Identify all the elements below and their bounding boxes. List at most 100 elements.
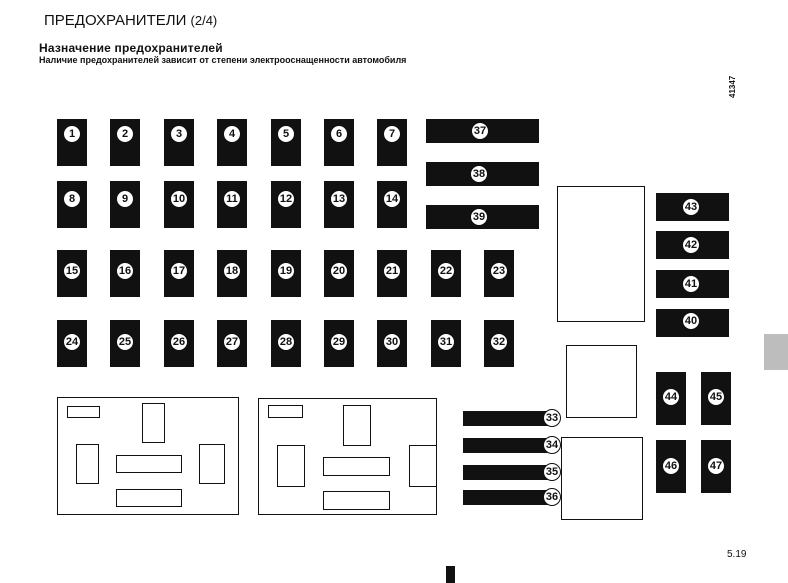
fuse-label: 24 — [63, 333, 81, 351]
fuse-24: 24 — [57, 320, 87, 367]
fuse-27: 27 — [217, 320, 247, 367]
fuse-label: 20 — [330, 262, 348, 280]
fuse-3: 3 — [164, 119, 194, 166]
fuse-label: 14 — [383, 190, 401, 208]
module-slot — [116, 455, 182, 473]
fuse-19: 19 — [271, 250, 301, 297]
fuse-8: 8 — [57, 181, 87, 228]
fuse-label: 22 — [437, 262, 455, 280]
fuse-9: 9 — [110, 181, 140, 228]
module-slot — [76, 444, 99, 484]
fuse-25: 25 — [110, 320, 140, 367]
fuse-label: 18 — [223, 262, 241, 280]
page-number: 5.19 — [727, 549, 747, 560]
page-title: ПРЕДОХРАНИТЕЛИ (2/4) — [44, 12, 217, 29]
module-slot — [67, 406, 100, 418]
relay-module-left — [57, 397, 239, 515]
fuse-label: 41 — [682, 275, 700, 293]
fuse-39: 39 — [426, 205, 539, 229]
fuse-26: 26 — [164, 320, 194, 367]
fuse-42: 42 — [656, 231, 729, 259]
fuse-35: 35 — [463, 463, 561, 481]
page-marker — [446, 566, 455, 583]
fuse-45: 45 — [701, 372, 731, 425]
fuse-10: 10 — [164, 181, 194, 228]
fuse-2: 2 — [110, 119, 140, 166]
fuse-label: 13 — [330, 190, 348, 208]
fuse-4: 4 — [217, 119, 247, 166]
fuse-label: 6 — [330, 125, 348, 143]
fuse-label: 43 — [682, 198, 700, 216]
title-main: ПРЕДОХРАНИТЕЛИ — [44, 12, 191, 29]
fuse-label: 46 — [662, 457, 680, 475]
module-slot — [323, 491, 390, 510]
fuse-44: 44 — [656, 372, 686, 425]
fuse-label: 2 — [116, 125, 134, 143]
fuse-label: 36 — [543, 488, 561, 506]
fuse-label: 42 — [682, 236, 700, 254]
module-slot — [142, 403, 165, 443]
fuse-label: 1 — [63, 125, 81, 143]
fuse-label: 19 — [277, 262, 295, 280]
fuse-label: 47 — [707, 457, 725, 475]
section-subtitle: Назначение предохранителей — [39, 41, 223, 55]
fuse-label: 25 — [116, 333, 134, 351]
module-slot — [116, 489, 182, 507]
figure-code: 41347 — [728, 75, 737, 98]
fuse-21: 21 — [377, 250, 407, 297]
relay-large — [557, 186, 645, 322]
fuse-label: 26 — [170, 333, 188, 351]
equipment-note: Наличие предохранителей зависит от степе… — [39, 55, 407, 65]
fuse-30: 30 — [377, 320, 407, 367]
title-suffix: (2/4) — [190, 13, 218, 28]
fuse-1: 1 — [57, 119, 87, 166]
fuse-label: 23 — [490, 262, 508, 280]
fuse-label: 33 — [543, 409, 561, 427]
fuse-label: 45 — [707, 388, 725, 406]
fuse-40: 40 — [656, 309, 729, 337]
fuse-31: 31 — [431, 320, 461, 367]
fuse-17: 17 — [164, 250, 194, 297]
fuse-label: 5 — [277, 125, 295, 143]
fuse-33: 33 — [463, 409, 561, 427]
fuse-13: 13 — [324, 181, 354, 228]
fuse-14: 14 — [377, 181, 407, 228]
fuse-12: 12 — [271, 181, 301, 228]
fuse-5: 5 — [271, 119, 301, 166]
fuse-37: 37 — [426, 119, 539, 143]
fuse-label: 21 — [383, 262, 401, 280]
fuse-23: 23 — [484, 250, 514, 297]
relay-bottom — [561, 437, 643, 520]
fuse-28: 28 — [271, 320, 301, 367]
fuse-22: 22 — [431, 250, 461, 297]
fuse-label: 40 — [682, 312, 700, 330]
section-tab — [764, 334, 788, 370]
fuse-label: 29 — [330, 333, 348, 351]
fuse-label: 44 — [662, 388, 680, 406]
fuse-label: 16 — [116, 262, 134, 280]
fuse-label: 38 — [470, 165, 488, 183]
fuse-label: 9 — [116, 190, 134, 208]
fuse-15: 15 — [57, 250, 87, 297]
fuse-label: 34 — [543, 436, 561, 454]
fuse-43: 43 — [656, 193, 729, 221]
fuse-label: 10 — [170, 190, 188, 208]
fuse-label: 32 — [490, 333, 508, 351]
fuse-label: 31 — [437, 333, 455, 351]
fuse-label: 7 — [383, 125, 401, 143]
fuse-34: 34 — [463, 436, 561, 454]
fuse-label: 28 — [277, 333, 295, 351]
fuse-16: 16 — [110, 250, 140, 297]
fuse-label: 8 — [63, 190, 81, 208]
fuse-label: 12 — [277, 190, 295, 208]
module-slot — [277, 445, 305, 487]
fuse-20: 20 — [324, 250, 354, 297]
relay-small — [566, 345, 637, 418]
module-slot — [343, 405, 371, 446]
fuse-38: 38 — [426, 162, 539, 186]
fuse-18: 18 — [217, 250, 247, 297]
fuse-29: 29 — [324, 320, 354, 367]
fuse-36: 36 — [463, 488, 561, 506]
fuse-label: 37 — [471, 122, 489, 140]
fuse-label: 4 — [223, 125, 241, 143]
